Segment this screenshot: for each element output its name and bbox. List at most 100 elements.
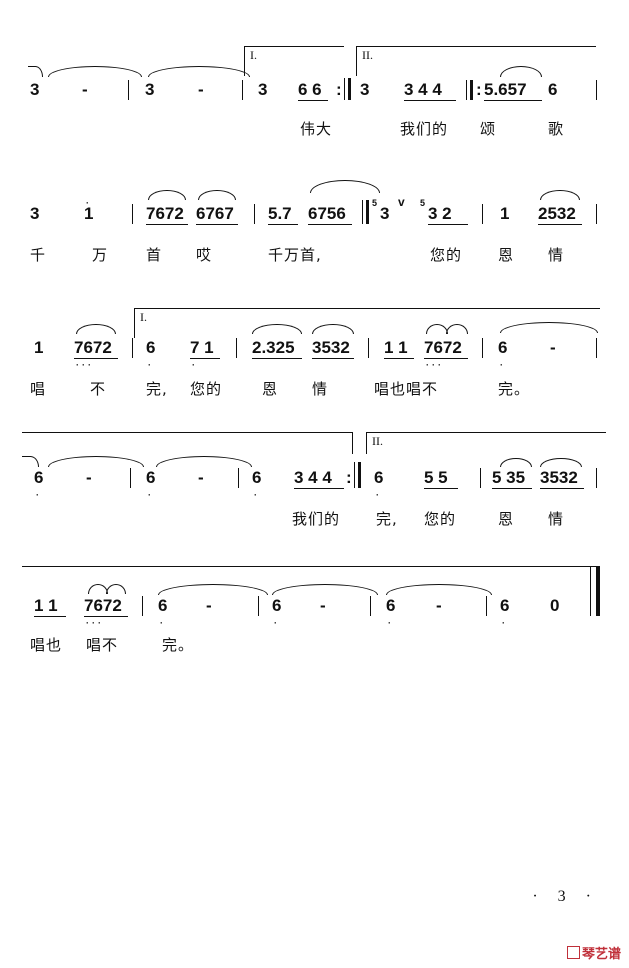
underline <box>492 488 532 489</box>
underline <box>34 616 66 617</box>
barline <box>596 204 597 224</box>
note: 5.7 <box>268 204 292 223</box>
underline <box>146 224 188 225</box>
volta-label: I. <box>140 310 147 324</box>
note: 1 <box>34 338 44 357</box>
repeat-sign: : <box>346 468 352 487</box>
note: 7672 <box>146 204 184 223</box>
note: 3 4 4 <box>404 80 442 99</box>
barline <box>132 204 133 224</box>
octave-dot: · <box>274 618 280 628</box>
note: 6 <box>500 596 510 615</box>
note: 3 <box>380 204 390 223</box>
lyric: 恩 <box>498 510 515 528</box>
lyric: 唱 <box>30 380 47 398</box>
octave-dot: · <box>254 490 260 500</box>
note: - <box>198 80 204 99</box>
note: 3 4 4 <box>294 468 332 487</box>
lyric: 万 <box>92 246 109 264</box>
barline <box>236 338 237 358</box>
note: 1 1 <box>384 338 408 357</box>
slur <box>426 324 448 334</box>
volta-bracket <box>22 432 352 433</box>
volta-bracket <box>366 432 606 433</box>
octave-dot: · <box>148 490 154 500</box>
barline <box>596 80 597 100</box>
volta-label: II. <box>362 48 373 62</box>
slur <box>500 458 532 467</box>
note: 5.657 <box>484 80 527 99</box>
barline <box>486 596 487 616</box>
lyric: 您的 <box>190 380 223 398</box>
volta-bracket <box>134 308 135 338</box>
lyric: 我们的 <box>292 510 341 528</box>
lyric: 完。 <box>498 380 531 398</box>
lyric: 唱也唱不 <box>374 380 439 398</box>
slur <box>148 190 186 200</box>
watermark-text: 琴艺谱 <box>581 947 621 962</box>
slur <box>76 324 116 334</box>
volta-bracket <box>244 46 245 76</box>
note: 5 35 <box>492 468 526 487</box>
lyric: 您的 <box>430 246 463 264</box>
volta-bracket <box>356 46 596 47</box>
note: 1 <box>84 204 94 223</box>
underline <box>484 100 542 101</box>
grace-note: 5 <box>372 198 378 208</box>
note: 5 5 <box>424 468 448 487</box>
lyric: 哎 <box>196 246 213 264</box>
slur <box>198 190 236 200</box>
note: 3 2 <box>428 204 452 223</box>
octave-dot: · <box>500 360 506 370</box>
barline <box>258 596 259 616</box>
lyric: 歌 <box>548 120 565 138</box>
barline <box>362 200 363 224</box>
octave-dot: · <box>36 490 42 500</box>
octave-dot: ··· <box>86 618 104 628</box>
note: 2532 <box>538 204 576 223</box>
volta-bracket <box>244 46 344 47</box>
note: 6 6 <box>298 80 322 99</box>
note: 7672 <box>424 338 462 357</box>
barline <box>348 78 351 100</box>
lyric: 千 <box>30 246 47 264</box>
note: 3532 <box>540 468 578 487</box>
underline <box>424 488 458 489</box>
slur <box>312 324 354 334</box>
lyric: 恩 <box>262 380 279 398</box>
note: 6756 <box>308 204 346 223</box>
note: 3 <box>258 80 268 99</box>
underline <box>190 358 220 359</box>
underline <box>312 358 354 359</box>
note: 6 <box>386 596 396 615</box>
note: 1 1 <box>34 596 58 615</box>
slur <box>540 458 582 467</box>
barline <box>596 468 597 488</box>
barline <box>344 78 345 100</box>
note: 7 1 <box>190 338 214 357</box>
tie <box>48 66 142 77</box>
tie <box>148 66 250 77</box>
lyric: 唱不 <box>86 636 119 654</box>
note: 3 <box>145 80 155 99</box>
volta-bracket <box>22 566 598 567</box>
page-number-value: 3 <box>557 888 574 905</box>
note: - <box>82 80 88 99</box>
note: - <box>206 596 212 615</box>
barline <box>482 204 483 224</box>
note: 7672 <box>84 596 122 615</box>
note: 6 <box>146 338 156 357</box>
note: 3 <box>360 80 370 99</box>
tie <box>22 456 39 467</box>
underline <box>268 224 298 225</box>
volta-label: I. <box>250 48 257 62</box>
underline <box>74 358 118 359</box>
final-barline <box>590 566 591 616</box>
underline <box>308 224 352 225</box>
lyric: 您的 <box>424 510 457 528</box>
lyric: 不 <box>90 380 107 398</box>
underline <box>384 358 414 359</box>
note: 3 <box>30 80 40 99</box>
note: - <box>320 596 326 615</box>
